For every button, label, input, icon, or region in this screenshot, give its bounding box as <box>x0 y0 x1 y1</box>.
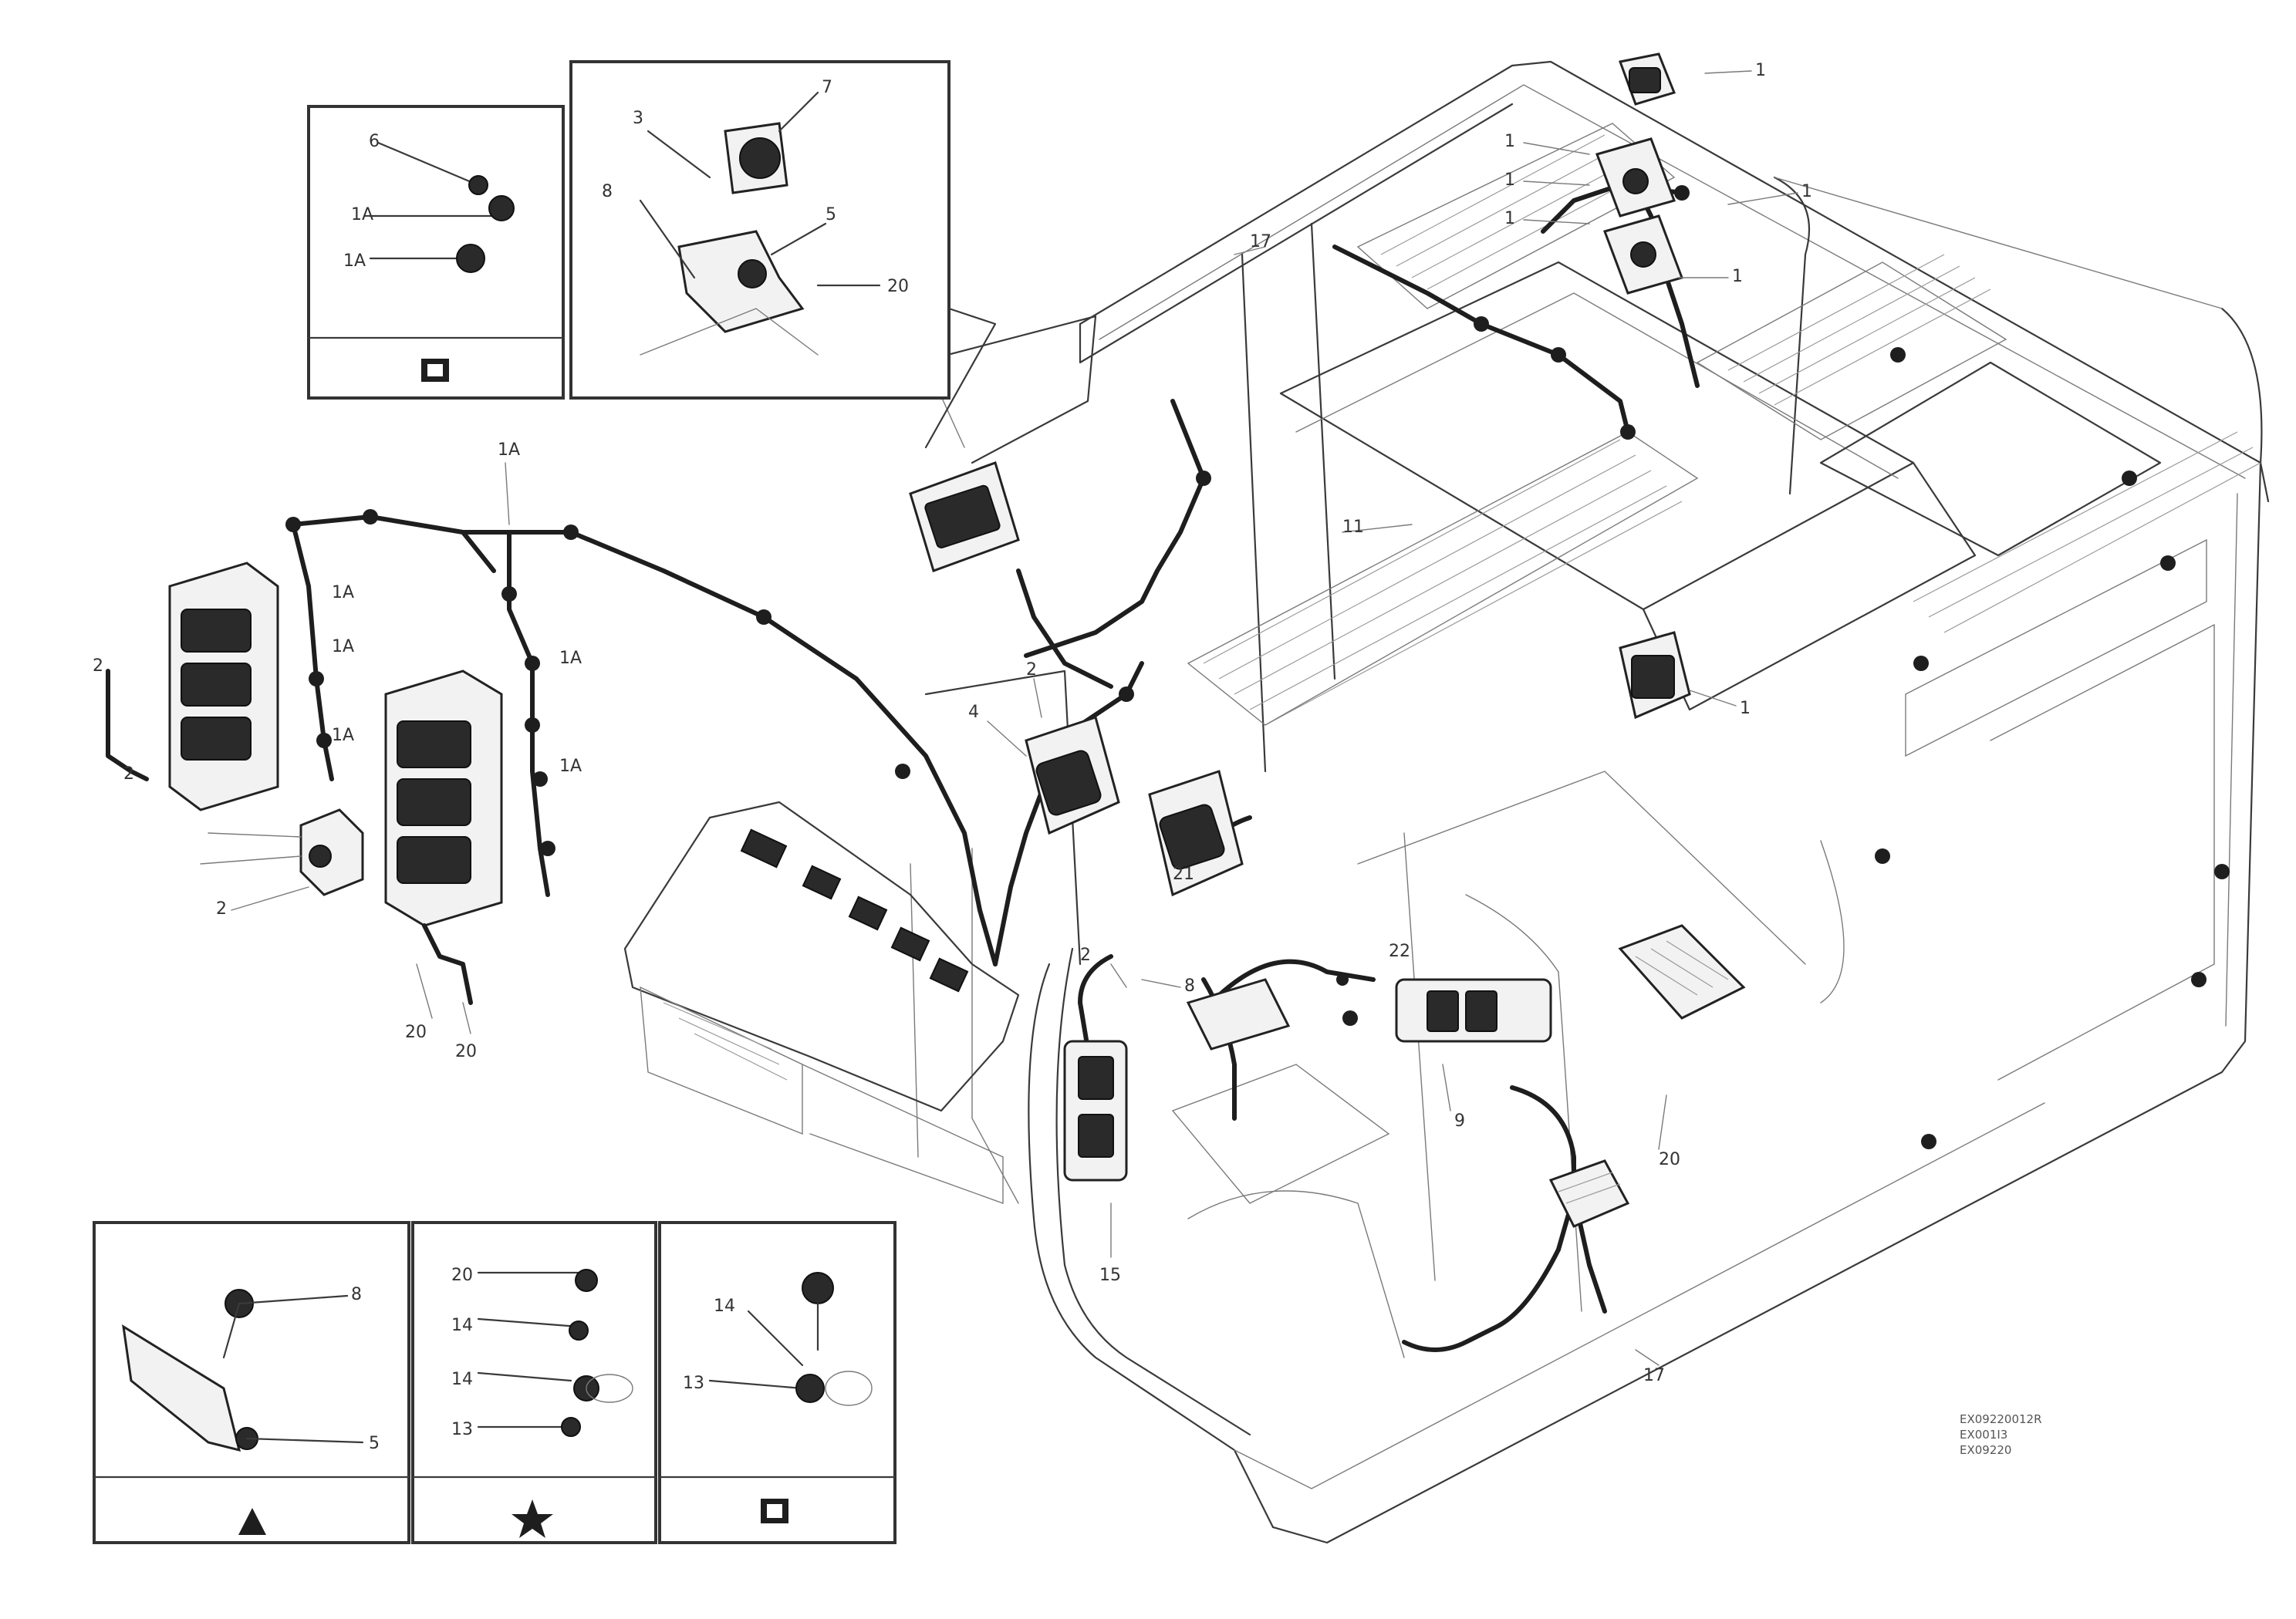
callout-label: 20 <box>887 277 909 296</box>
callout-label: 11 <box>1342 518 1364 537</box>
callout-label: 1A <box>343 251 366 271</box>
callout-label: 5 <box>369 1434 380 1453</box>
callout-label: 8 <box>602 182 613 201</box>
drawing-ref-line1: EX09220012R <box>1960 1412 2042 1426</box>
callout-label: 2 <box>216 899 227 919</box>
callout-label: 1 <box>1801 182 1812 201</box>
callout-label: 14 <box>714 1297 735 1316</box>
cab-components <box>909 52 1746 1228</box>
callout-label: 22 <box>1389 942 1410 961</box>
drawing-ref-line2: EX001I3 <box>1960 1428 2007 1442</box>
callout-label: 14 <box>451 1316 473 1335</box>
callout-label: 1A <box>559 649 582 668</box>
star-symbol <box>512 1499 553 1538</box>
callout-label: 9 <box>1454 1111 1465 1131</box>
callout-label: 2 <box>93 656 103 676</box>
callout-label: 1A <box>332 583 354 602</box>
callout-label: 7 <box>822 78 832 97</box>
callout-label: 2 <box>123 764 134 784</box>
callout-label: 1 <box>1732 267 1743 286</box>
callout-label: 2 <box>1080 946 1091 965</box>
callout-label: 20 <box>405 1023 427 1042</box>
detail-box-square-bottom <box>658 1221 896 1544</box>
callout-label: 21 <box>1173 865 1194 884</box>
callout-label: 20 <box>451 1266 473 1285</box>
callout-label: 3 <box>633 109 643 128</box>
callout-leaders <box>200 70 1798 1366</box>
left-switch-console <box>623 801 1020 1204</box>
callout-label: 13 <box>451 1420 473 1439</box>
callout-label: 1 <box>1504 132 1515 151</box>
callout-label: 2 <box>1026 660 1037 680</box>
callout-label: 14 <box>451 1370 473 1389</box>
callout-label: 8 <box>351 1285 362 1304</box>
callout-label: 15 <box>1099 1266 1121 1285</box>
machine-upper-structure <box>910 60 2270 1544</box>
callout-label: 17 <box>1643 1366 1665 1385</box>
triangle-symbol <box>238 1508 266 1535</box>
callout-label: 8 <box>1184 976 1195 996</box>
detail-box-star <box>411 1221 657 1544</box>
detail-box-triangle <box>93 1221 410 1544</box>
callout-labels: 6 1A 1A 3 7 5 8 20 1A 1A 1A 1A 1A 1A 2 2… <box>93 61 1812 1453</box>
left-ecu-modules <box>106 562 503 1005</box>
detail-box-connector-top <box>569 60 997 449</box>
drawing-ref-line3: EX09220 <box>1960 1443 2011 1457</box>
callout-label: 1A <box>559 757 582 776</box>
callout-label: 1A <box>351 205 373 224</box>
callout-label: 1 <box>1504 170 1515 190</box>
callout-label: 5 <box>826 205 836 224</box>
callout-label: 1 <box>1504 209 1515 228</box>
callout-label: 13 <box>683 1374 704 1393</box>
callout-label: 1A <box>332 726 354 745</box>
detail-box-square-top <box>307 105 565 400</box>
callout-label: 1A <box>332 637 354 656</box>
callout-label: 1 <box>1740 699 1751 718</box>
callout-label: 20 <box>1659 1150 1680 1169</box>
callout-label: 1A <box>498 440 520 460</box>
callout-label: 17 <box>1250 232 1271 251</box>
callout-label: 4 <box>968 703 979 722</box>
callout-label: 20 <box>455 1042 477 1061</box>
main-wiring-harness <box>285 152 2230 1352</box>
drawing-reference: EX09220012R EX001I3 EX09220 <box>1960 1412 2042 1457</box>
callout-label: 6 <box>369 132 380 151</box>
callout-label: 1 <box>1755 61 1766 80</box>
